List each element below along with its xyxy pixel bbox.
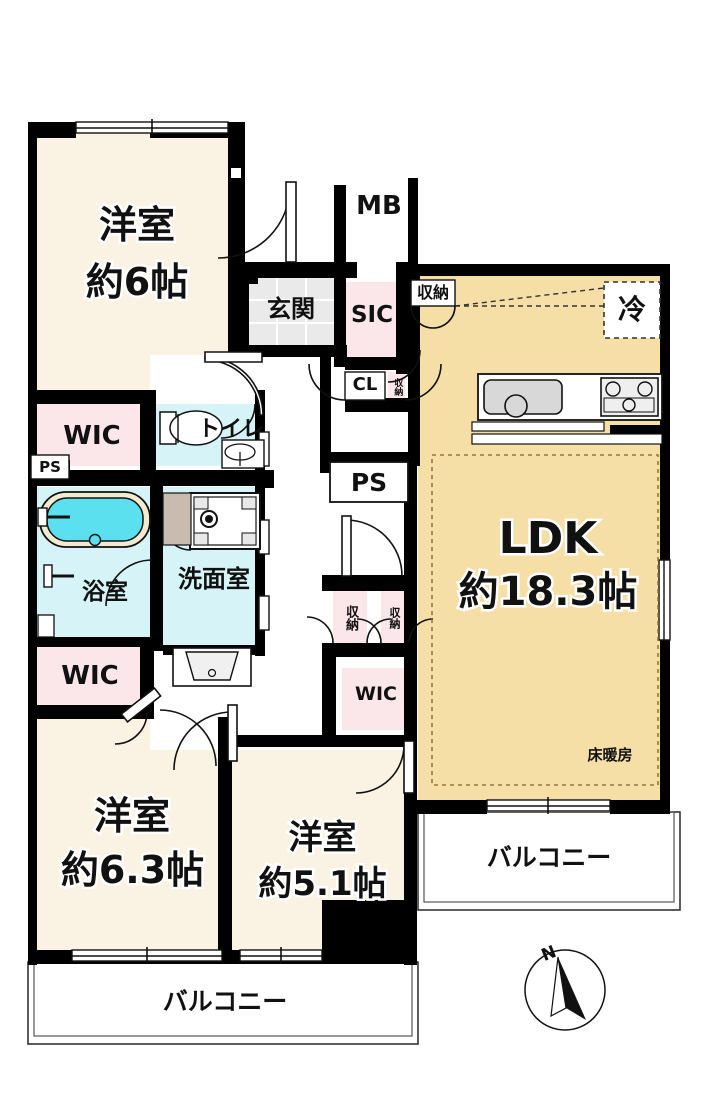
refrigerator-space bbox=[454, 281, 661, 339]
cl-label-box bbox=[344, 371, 386, 401]
windows bbox=[71, 119, 671, 964]
vanity-basin-icon bbox=[172, 647, 252, 687]
toilet-bowl-icon bbox=[159, 410, 223, 446]
room-fill-bedroom-southwest bbox=[37, 717, 227, 962]
storage-label-box-kitchen bbox=[410, 279, 456, 307]
ps-box-left bbox=[30, 454, 70, 480]
genkan-tile-area bbox=[248, 277, 334, 347]
shower-fitting-icon bbox=[37, 564, 74, 638]
balcony-south bbox=[27, 961, 419, 1045]
doors bbox=[105, 181, 456, 794]
floor-heating-zone bbox=[431, 454, 659, 786]
closet-storage-hall-left bbox=[333, 591, 367, 643]
washing-machine-pan-icon bbox=[189, 492, 261, 550]
room-fill-ldk bbox=[418, 272, 670, 812]
gas-stove-icon bbox=[600, 377, 659, 417]
washroom-counter bbox=[162, 492, 192, 546]
balcony-east bbox=[417, 811, 681, 911]
ps-box-center bbox=[329, 461, 409, 503]
closet-wic-southwest bbox=[37, 645, 147, 713]
room-fill-bedroom-north bbox=[37, 132, 237, 397]
kitchen-counter bbox=[471, 373, 663, 445]
compass-rose bbox=[524, 949, 606, 1031]
hand-basin-icon bbox=[221, 439, 265, 469]
closet-storage-entry bbox=[388, 372, 405, 402]
bathtub-icon bbox=[37, 491, 151, 548]
closet-wic-center bbox=[342, 668, 410, 730]
closet-sic bbox=[345, 282, 399, 362]
